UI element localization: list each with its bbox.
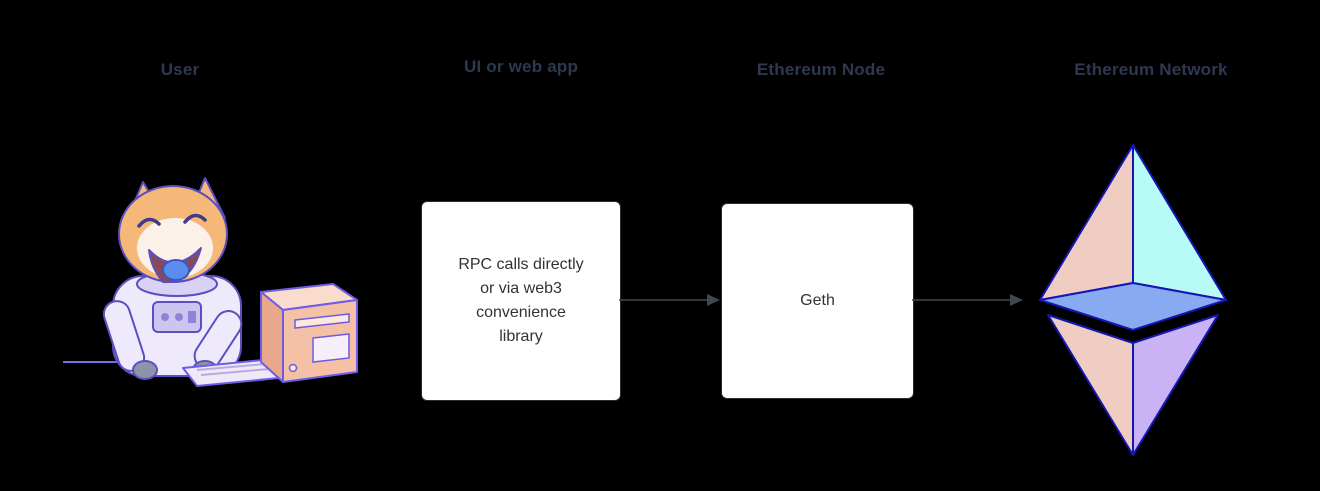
doge-left-eye (137, 217, 161, 228)
column-label-webapp: UI or web app (463, 57, 579, 76)
doge-right-eye (183, 213, 207, 224)
geth-box-text: Geth (800, 292, 835, 309)
eth-face-bottom-right (1132, 314, 1219, 456)
eth-face-bottom-left (1047, 314, 1134, 456)
eth-face-middle (1039, 282, 1227, 331)
eth-face-top-left (1039, 144, 1134, 301)
flow-arrow-node-to-network (912, 294, 1023, 306)
doge-left-glove (132, 360, 158, 380)
panel-switch (188, 311, 196, 323)
webapp-box: RPC calls directly or via web3 convenien… (421, 201, 621, 401)
geth-box: Geth (721, 203, 914, 399)
doge-head (118, 177, 228, 284)
power-button (288, 363, 298, 373)
arrowhead-icon (707, 294, 720, 306)
column-label-ethereum-network: Ethereum Network (1074, 60, 1228, 79)
ethereum-logo-icon (1039, 144, 1227, 456)
column-label-user: User (160, 60, 200, 79)
column-label-ethereum-node: Ethereum Node (756, 60, 886, 79)
arrowhead-icon (1010, 294, 1023, 306)
eth-face-top-right (1132, 144, 1227, 301)
computer-illustration (260, 283, 358, 383)
doge-user-illustration (63, 177, 358, 387)
panel-button (175, 313, 183, 321)
webapp-box-text: RPC calls directly or via web3 convenien… (458, 256, 584, 345)
flow-arrow-webapp-to-node (619, 294, 720, 306)
tower-label (312, 333, 350, 363)
panel-button (161, 313, 169, 321)
doge-tongue (162, 259, 190, 281)
disk-slot (294, 313, 350, 329)
